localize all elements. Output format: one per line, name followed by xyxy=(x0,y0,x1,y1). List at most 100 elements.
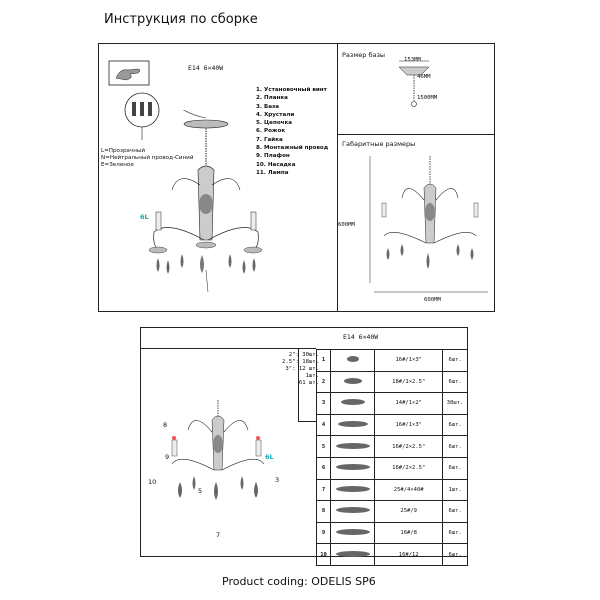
crystal-picture xyxy=(330,349,376,372)
dimensions-panel xyxy=(337,134,495,312)
crystal-quantity: 6шт. xyxy=(442,435,468,458)
crystal-shape-icon xyxy=(335,507,370,514)
crystal-shape-icon xyxy=(335,529,370,536)
crystal-picture xyxy=(330,543,376,566)
crystal-picture xyxy=(330,500,376,523)
part-item: 6. Рожок xyxy=(256,128,286,135)
hand-wiring-icon xyxy=(108,60,150,86)
crystal-label: 10 xyxy=(148,478,157,486)
crystals-spec-divider xyxy=(140,348,316,349)
dimensions-drawing xyxy=(369,156,488,293)
crystal-size: 14#/1×2" xyxy=(374,392,444,415)
crystal-row: 2 18#/1×2.5"6шт. xyxy=(315,370,468,394)
product-code: Product coding: ODELIS SP6 xyxy=(222,575,376,588)
crystal-label: 8 xyxy=(163,421,168,429)
crystal-quantity: 6шт. xyxy=(442,349,468,372)
part-item: 3. База xyxy=(256,103,280,110)
crystal-shape-icon xyxy=(340,399,365,406)
crystals-panel xyxy=(140,327,468,557)
base-height: 46MM xyxy=(417,74,431,80)
legend-divider-bottom xyxy=(298,421,316,422)
crystal-size: 16#/1×3" xyxy=(374,413,444,437)
connector-diagram xyxy=(124,92,160,140)
base-size-heading: Размер базы xyxy=(342,51,386,59)
crystal-number: 8 xyxy=(315,500,332,523)
crystal-number: 6 xyxy=(315,456,332,480)
legend-divider xyxy=(298,349,299,421)
crystal-picture xyxy=(330,413,376,437)
crystal-shape-icon xyxy=(335,464,370,471)
crystal-label: 9 xyxy=(165,453,170,461)
part-item: 10. Насадка xyxy=(256,161,296,168)
dimensions-heading: Габаритные размеры xyxy=(342,140,416,148)
crystal-picture xyxy=(330,392,376,415)
legend-item: 2.5": 18шт. xyxy=(282,359,320,365)
part-item: 5. Цепочка xyxy=(256,120,293,127)
part-item: 7. Гайка xyxy=(256,136,283,143)
wiring-line: E=Зеленое xyxy=(101,162,134,168)
height-dimension: 600MM xyxy=(338,222,355,228)
crystal-number: 7 xyxy=(315,478,332,502)
legend-item: 2": 30шт. xyxy=(288,352,320,358)
crystal-number: 2 xyxy=(315,370,332,394)
legend-item: 3": 12 шт. xyxy=(285,366,320,372)
crystal-picture xyxy=(330,478,376,502)
chandelier-crystal-drawing xyxy=(171,400,265,500)
assembly-spec: E14 6×40W xyxy=(188,64,224,72)
crystal-row: 6 16#/2×2.5"6шт. xyxy=(315,456,468,480)
chain-length: 1500MM xyxy=(417,95,438,101)
crystal-row: 1 16#/1×3"6шт. xyxy=(315,349,468,372)
width-dimension: 600MM xyxy=(424,297,441,303)
crystal-label: 5 xyxy=(198,487,203,495)
crystal-quantity: 30шт. xyxy=(442,392,468,415)
crystal-shape-icon xyxy=(335,550,370,557)
crystal-picture xyxy=(330,456,376,480)
part-item: 1. Установочный винт xyxy=(256,87,327,93)
chandelier-assembly-drawing xyxy=(148,110,263,293)
legend-item: 61 шт. xyxy=(298,380,320,386)
wiring-line: L=Прозрачный xyxy=(101,148,145,154)
crystal-size: 16#/2×2.5" xyxy=(374,456,444,480)
page-title: Инструкция по сборке xyxy=(104,12,258,27)
crystal-size: 16#/1×3" xyxy=(374,349,444,372)
crystal-quantity: 6шт. xyxy=(442,543,468,566)
crystal-size: 25#/9 xyxy=(374,500,444,523)
crystal-picture xyxy=(330,521,376,545)
crystal-number: 9 xyxy=(315,521,332,545)
wiring-line: N=Нейтральный провод-Синий xyxy=(101,155,194,161)
crystal-row: 3 14#/1×2"30шт. xyxy=(315,392,468,415)
crystal-size: 16#/8 xyxy=(374,521,444,545)
part-item: 4. Хрустали xyxy=(256,111,295,118)
crystal-number: 3 xyxy=(315,392,332,415)
crystal-shape-icon xyxy=(335,442,370,449)
part-item: 9. Плафон xyxy=(256,153,290,160)
crystal-shape-icon xyxy=(335,485,370,492)
crystal-shape-icon xyxy=(343,377,362,384)
crystal-size: 16#/2×2.5" xyxy=(374,435,444,458)
crystal-number: 1 xyxy=(315,349,332,372)
crystal-quantity: 6шт. xyxy=(442,500,468,523)
crystal-number: 10 xyxy=(315,543,332,566)
crystal-size: 18#/1×2.5" xyxy=(374,370,444,394)
crystal-quantity: 6шт. xyxy=(442,370,468,394)
wiring-legend: L=Прозрачный N=Нейтральный провод-Синий … xyxy=(101,148,193,169)
crystal-label: 7 xyxy=(216,531,221,539)
parts-list: 1. Установочный винт 2. Планка 3. База 4… xyxy=(256,86,328,177)
crystal-row: 5 16#/2×2.5"6шт. xyxy=(315,435,468,458)
crystal-quantity: 6шт. xyxy=(442,521,468,545)
crystal-picture xyxy=(330,370,376,394)
base-size-drawing xyxy=(398,60,430,107)
crystal-number: 5 xyxy=(315,435,332,458)
crystal-legend: 2": 30шт. 2.5": 18шт. 3": 12 шт. 1шт. 61… xyxy=(282,352,319,387)
crystal-label: 6L xyxy=(265,453,274,461)
crystals-spec: E14 6×40W xyxy=(343,333,379,341)
crystal-number: 4 xyxy=(315,413,332,437)
crystal-shape-icon xyxy=(346,356,359,363)
part-item: 8. Монтажный провод xyxy=(256,145,329,152)
crystal-quantity: 6шт. xyxy=(442,456,468,480)
